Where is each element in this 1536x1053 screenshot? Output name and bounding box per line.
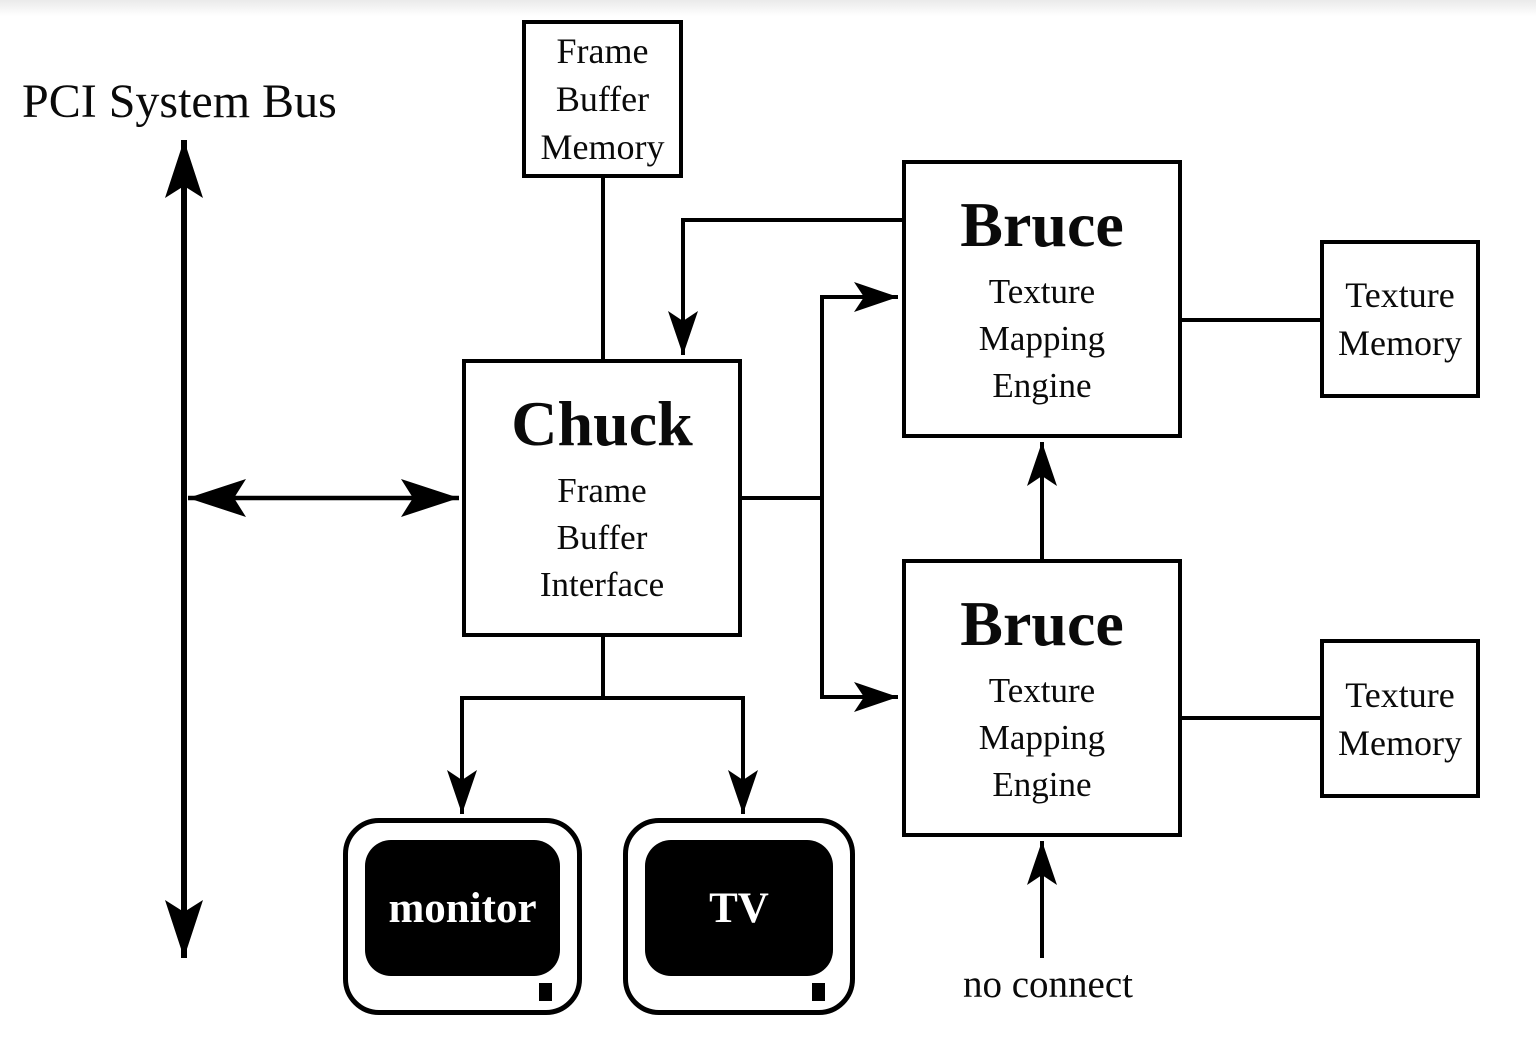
tv-power-button-icon xyxy=(812,983,825,1001)
no-connect-label: no connect xyxy=(962,963,1133,1006)
frame-buffer-memory-line-3: Memory xyxy=(540,127,665,167)
bruce-bottom-subtitle-line-1: Texture xyxy=(988,670,1096,710)
monitor-label: monitor xyxy=(388,884,537,932)
bruce-top-subtitle-line-3: Engine xyxy=(992,365,1092,405)
frame-buffer-memory-line-2: Buffer xyxy=(555,79,650,119)
bruce-top-title: Bruce xyxy=(960,188,1124,260)
chuck-subtitle-line-3: Interface xyxy=(539,564,665,604)
monitor-screen: monitor xyxy=(365,840,560,976)
bruce-bottom-subtitle-line-3: Engine xyxy=(992,764,1092,804)
tv-screen: TV xyxy=(645,840,833,976)
bruce-top-subtitle-line-2: Mapping xyxy=(978,318,1106,358)
connector-bruce-top-to-chuck xyxy=(668,218,902,355)
tv-label: TV xyxy=(709,884,769,932)
texture-memory-top-line-2: Memory xyxy=(1338,323,1462,363)
texture-memory-top-box: Texture Memory xyxy=(1320,240,1480,398)
monitor-power-button-icon xyxy=(539,983,552,1001)
frame-buffer-memory-box: Frame Buffer Memory xyxy=(522,20,683,178)
connector-junction-to-bruce-top xyxy=(820,282,898,500)
texture-memory-top-text: Texture Memory xyxy=(1338,271,1462,367)
connector-junction-to-bruce-bottom xyxy=(820,496,898,712)
bruce-bottom-subtitle-line-2: Mapping xyxy=(978,717,1106,757)
chuck-subtitle-line-1: Frame xyxy=(557,470,647,510)
bruce-bottom-title: Bruce xyxy=(960,587,1124,659)
chuck-subtitle-line-2: Buffer xyxy=(556,517,648,557)
bruce-top-subtitle-line-1: Texture xyxy=(988,271,1096,311)
frame-buffer-memory-line-1: Frame xyxy=(556,31,649,71)
texture-memory-bottom-text: Texture Memory xyxy=(1338,671,1462,767)
tv-device: TV xyxy=(623,818,855,1015)
frame-buffer-memory-text: Frame Buffer Memory xyxy=(541,27,665,171)
texture-memory-bottom-box: Texture Memory xyxy=(1320,639,1480,798)
top-gradient-band xyxy=(0,0,1536,16)
chuck-box: Chuck Frame Buffer Interface xyxy=(462,359,742,637)
texture-memory-top-line-1: Texture xyxy=(1345,275,1455,315)
texture-memory-bottom-line-1: Texture xyxy=(1345,674,1455,715)
pci-system-bus-label: PCI System Bus xyxy=(22,75,337,128)
bruce-bottom-box: Bruce Texture Mapping Engine xyxy=(902,559,1182,837)
chuck-title: Chuck xyxy=(511,387,693,459)
monitor-device: monitor xyxy=(343,818,582,1015)
bruce-bottom-subtitle: Texture Mapping Engine xyxy=(979,667,1105,808)
chuck-subtitle: Frame Buffer Interface xyxy=(540,467,664,608)
bruce-top-subtitle: Texture Mapping Engine xyxy=(979,268,1105,409)
bruce-top-box: Bruce Texture Mapping Engine xyxy=(902,160,1182,438)
texture-memory-bottom-line-2: Memory xyxy=(1338,722,1462,763)
